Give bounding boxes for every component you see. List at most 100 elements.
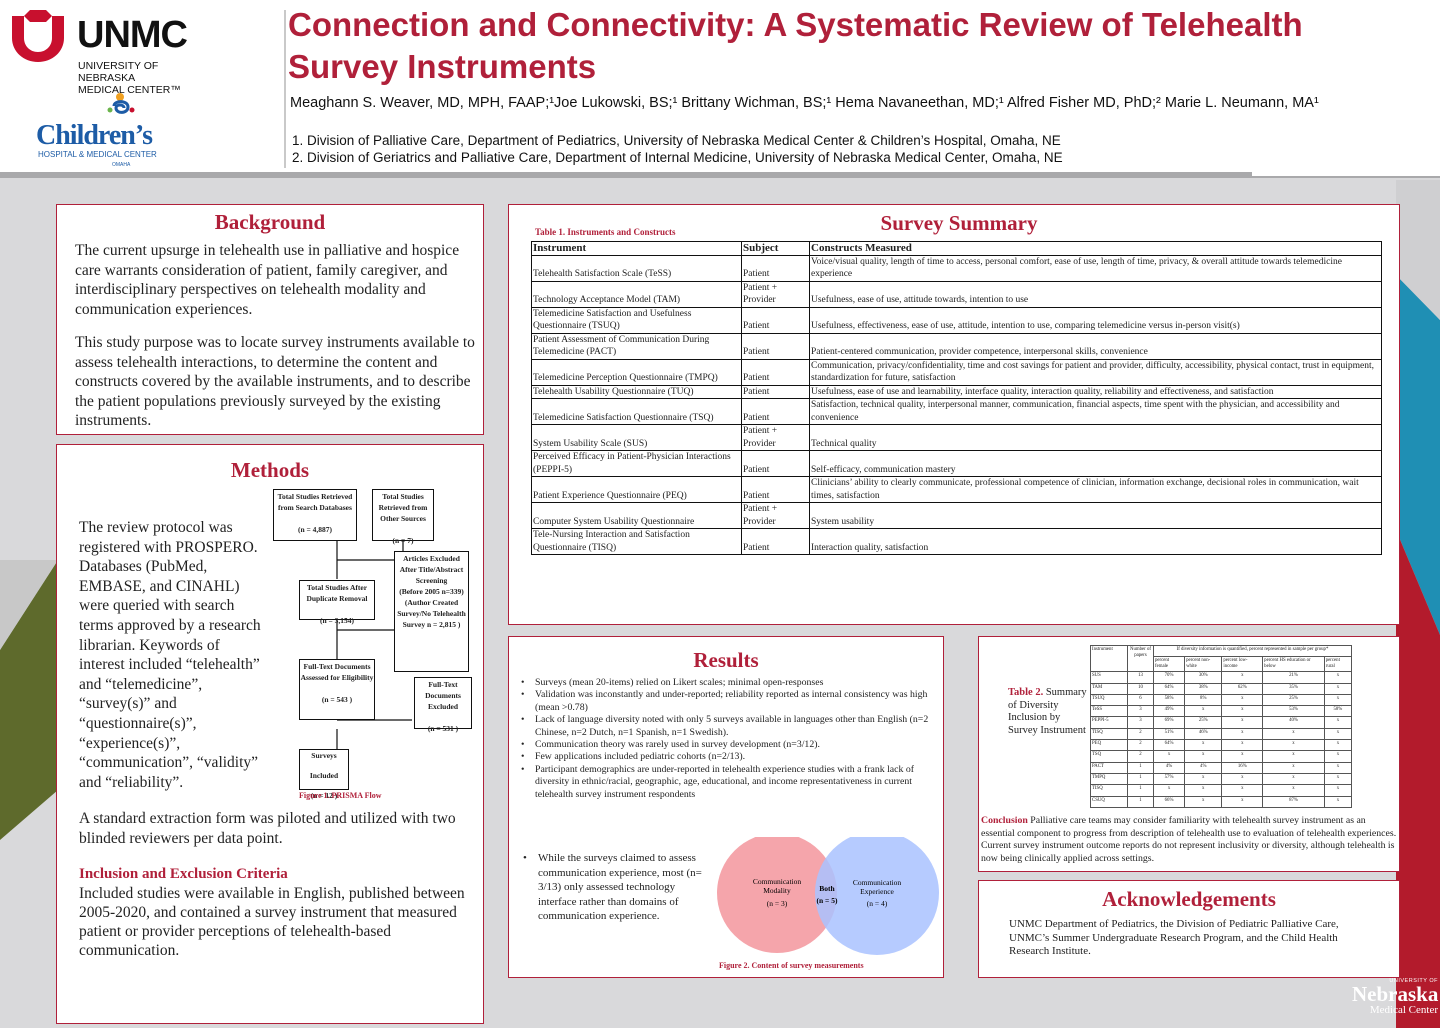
venn-right-n: (n = 4) — [867, 899, 888, 908]
survey-summary-panel: Survey Summary Table 1. Instruments and … — [508, 204, 1400, 625]
table-cell: x — [1262, 784, 1325, 797]
instrument-cell: Telehealth Usability Questionnaire (TUQ) — [531, 384, 742, 399]
childrens-city: OMAHA — [112, 162, 131, 168]
table-cell: x — [1262, 727, 1325, 741]
table-cell: 1 — [1127, 795, 1154, 808]
constructs-cell: Technical quality — [809, 424, 1382, 451]
venn-caption: Figure 2. Content of survey measurements — [719, 961, 864, 970]
table-cell: x — [1323, 671, 1353, 684]
column-header-instrument: Instrument — [531, 241, 742, 256]
table-cell: TISQ — [1090, 784, 1128, 797]
table-cell: x — [1323, 727, 1353, 741]
table-cell: PEQ — [1090, 739, 1128, 752]
poster-header: UNMC UNIVERSITY OF NEBRASKA MEDICAL CENT… — [0, 0, 1440, 172]
instrument-cell: Tele-Nursing Interaction and Satisfactio… — [531, 528, 742, 555]
column-header: Number of papers — [1127, 644, 1154, 673]
prisma-box-eligibility: Full-Text Documents Assessed for Eligibi… — [299, 659, 375, 720]
subject-cell: Patient — [741, 476, 810, 503]
table-cell: 21% — [1262, 671, 1325, 684]
table2-label: Table 2. — [1008, 687, 1044, 698]
methods-paragraph-2: A standard extraction form was piloted a… — [79, 810, 456, 847]
venn-circle-experience — [815, 837, 939, 955]
table-cell: x — [1184, 705, 1223, 718]
instrument-cell: Perceived Efficacy in Patient-Physician … — [531, 450, 742, 477]
list-item: Few applications included pediatric coho… — [521, 751, 933, 764]
table-cell: 49% — [1152, 705, 1186, 718]
table-cell: x — [1184, 739, 1223, 752]
constructs-cell: System usability — [809, 502, 1382, 529]
table-cell: TeSS — [1090, 705, 1128, 718]
list-item: Communication theory was rarely used in … — [521, 739, 933, 752]
right-deco-shape — [1396, 180, 1440, 1028]
table-cell: 1 — [1127, 784, 1154, 797]
unmc-subtitle: UNIVERSITY OF NEBRASKA MEDICAL CENTER™ — [78, 60, 181, 96]
table-cell: x — [1262, 750, 1325, 763]
unmc-n-mark-icon — [12, 10, 64, 62]
table-cell: 58% — [1152, 693, 1186, 707]
table-cell: 25% — [1262, 693, 1325, 707]
table-cell: x — [1221, 716, 1264, 729]
table-cell: PACT — [1090, 761, 1128, 774]
table-row: Perceived Efficacy in Patient-Physician … — [531, 450, 1382, 477]
background-paragraph-2: This study purpose was to locate survey … — [75, 334, 475, 429]
subject-cell: Patient — [741, 332, 810, 360]
venn-both-n: (n = 5) — [817, 896, 838, 905]
subject-cell: Patient — [741, 358, 810, 386]
table-cell: CSUQ — [1090, 795, 1128, 808]
table-cell: TAM — [1090, 682, 1128, 695]
subject-cell: Patient + Provider — [741, 502, 810, 529]
table-row: System Usability Scale (SUS)Patient + Pr… — [531, 424, 1382, 451]
venn-bullet-list: While the surveys claimed to assess comm… — [523, 851, 711, 924]
acknowledgements-panel: Acknowledgements UNMC Department of Pedi… — [978, 880, 1400, 978]
childrens-wordmark: Children’s — [36, 120, 153, 151]
table-cell: x — [1323, 716, 1353, 729]
instrument-cell: Patient Assessment of Communication Duri… — [531, 332, 742, 360]
venn-circle-modality — [717, 837, 837, 953]
methods-panel: Methods The review protocol was register… — [56, 444, 484, 1024]
column-subheader: percent HS education or below — [1262, 656, 1325, 673]
table-cell: x — [1184, 784, 1223, 797]
table-cell: 30% — [1184, 671, 1223, 684]
table-cell: 51% — [1152, 727, 1186, 741]
table-row: Tele-Nursing Interaction and Satisfactio… — [531, 528, 1382, 555]
list-item: Surveys (mean 20-items) relied on Likert… — [521, 677, 933, 690]
table-cell: 1 — [1127, 761, 1154, 774]
instrument-cell: Telemedicine Satisfaction and Usefulness… — [531, 306, 742, 334]
table-header-row: Instrument Subject Constructs Measured — [531, 241, 1382, 256]
affiliation-2: 2. Division of Geriatrics and Palliative… — [292, 150, 1063, 165]
list-item: While the surveys claimed to assess comm… — [523, 851, 711, 924]
prisma-caption: Figure 1. PRISMA Flow — [299, 791, 382, 800]
constructs-cell: Satisfaction, technical quality, interpe… — [809, 398, 1382, 425]
column-header-constructs: Constructs Measured — [809, 241, 1382, 256]
table-cell: x — [1221, 739, 1264, 752]
table-row: Telemedicine Perception Questionnaire (T… — [531, 358, 1382, 386]
subject-cell: Patient — [741, 450, 810, 477]
prisma-box-excluded-screening: Articles Excluded After Title/Abstract S… — [394, 551, 469, 672]
constructs-cell: Usefulness, effectiveness, ease of use, … — [809, 306, 1382, 334]
table-cell: x — [1184, 772, 1223, 786]
column-header: If diversity information is quantified, … — [1153, 644, 1352, 658]
results-bullet-list: Surveys (mean 20-items) relied on Likert… — [521, 677, 933, 801]
instrument-cell: Telemedicine Satisfaction Questionnaire … — [531, 398, 742, 425]
table-cell: 64% — [1152, 682, 1186, 695]
table-cell: SUS — [1090, 671, 1128, 684]
table-cell: x — [1323, 784, 1353, 797]
criteria-title: Inclusion and Exclusion Criteria — [79, 866, 288, 882]
table-row: Patient Experience Questionnaire (PEQ)Pa… — [531, 476, 1382, 503]
table-cell: 10 — [1127, 682, 1154, 695]
methods-paragraph-1: The review protocol was registered with … — [79, 519, 261, 791]
table-cell: TISQ — [1090, 727, 1128, 741]
subject-cell: Patient — [741, 306, 810, 334]
diversity-panel: Table 2. Summary of Diversity Inclusion … — [978, 636, 1400, 872]
constructs-cell: Communication, privacy/confidentiality, … — [809, 358, 1382, 386]
